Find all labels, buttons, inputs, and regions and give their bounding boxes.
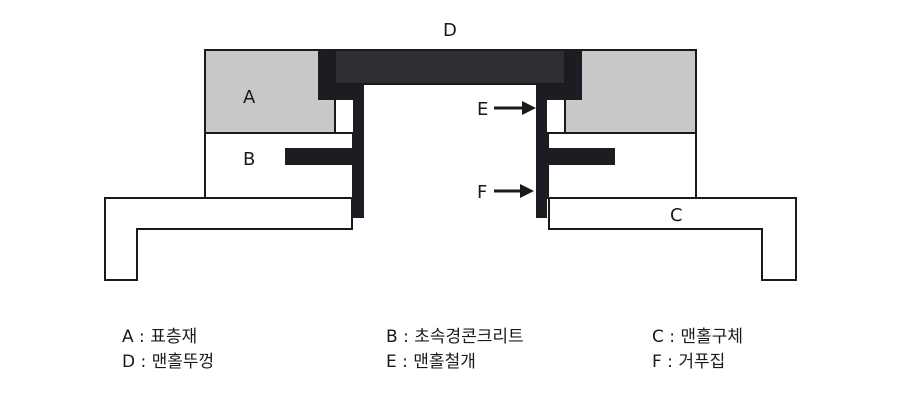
legend-item-e: E : 맨홀철개 — [386, 352, 476, 372]
label-d: D — [443, 20, 457, 41]
formwork-right — [536, 148, 547, 218]
legend-item-b: B : 초속경콘크리트 — [386, 327, 524, 347]
label-e: E — [477, 99, 488, 120]
formwork-left — [353, 148, 364, 218]
label-f: F — [477, 182, 487, 203]
legend-item-a: A : 표층재 — [122, 327, 198, 347]
label-a: A — [243, 87, 256, 108]
manhole-frame-left — [318, 50, 364, 152]
arrow-e — [494, 101, 536, 115]
legend-item-f: F : 거푸집 — [652, 352, 726, 372]
manhole-frame-right — [536, 50, 582, 152]
manhole-cover — [334, 49, 566, 85]
surface-layer-left — [204, 49, 336, 134]
label-c: C — [670, 205, 683, 226]
frame-flange-right — [547, 148, 615, 165]
rapid-concrete-right — [547, 132, 697, 199]
arrow-f — [494, 184, 534, 198]
label-b: B — [243, 149, 255, 170]
legend-item-c: C : 맨홀구체 — [652, 327, 743, 347]
legend-item-d: D : 맨홀뚜껑 — [122, 352, 215, 372]
manhole-cross-section-diagram: D A B C E F — [104, 20, 797, 281]
rapid-concrete-left — [204, 132, 354, 199]
surface-layer-right — [564, 49, 697, 134]
frame-flange-left — [285, 148, 353, 165]
manhole-body-left — [104, 197, 353, 281]
manhole-body-right — [548, 197, 797, 281]
